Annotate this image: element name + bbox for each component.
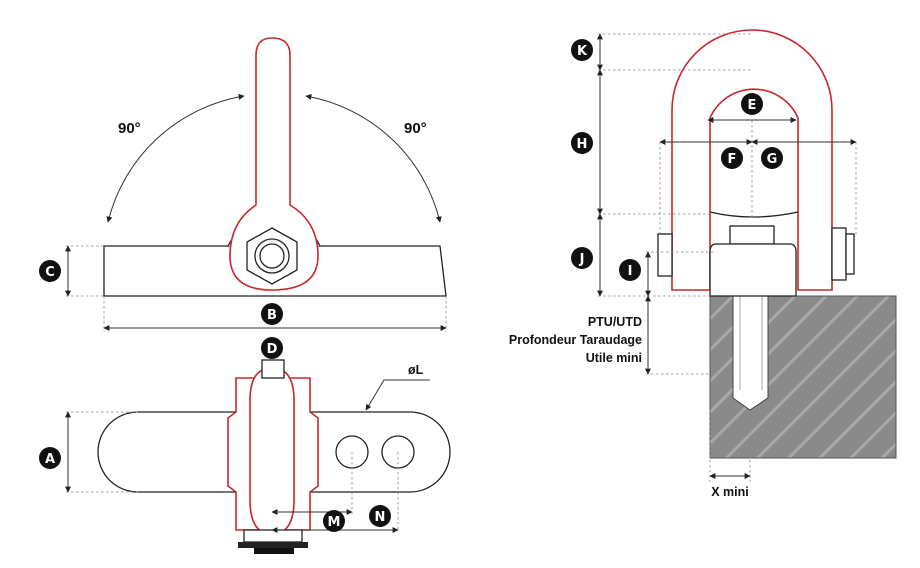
bottom-base [254, 548, 294, 554]
svg-text:F: F [728, 152, 737, 167]
svg-text:D: D [267, 342, 278, 357]
angle-left-label: 90° [118, 120, 141, 137]
label-m: M [323, 510, 345, 532]
svg-text:B: B [267, 308, 277, 323]
top-cap [261, 359, 285, 379]
label-n: N [369, 505, 391, 527]
svg-text:J: J [579, 252, 585, 267]
label-e: E [741, 93, 763, 115]
label-c: C [39, 260, 61, 282]
diameter-leader [365, 379, 430, 411]
angle-right-label: 90° [404, 120, 427, 137]
ptu-label-line2: Profondeur Taraudage [509, 333, 642, 347]
svg-text:H: H [577, 137, 588, 152]
svg-text:A: A [45, 452, 55, 467]
front-view: 90° 90° [65, 37, 447, 332]
svg-text:I: I [628, 264, 633, 279]
lifting-ring-side [671, 29, 833, 291]
svg-text:C: C [45, 265, 55, 280]
bottom-nut [243, 529, 303, 543]
threaded-hole [732, 295, 769, 411]
diameter-label: øL [408, 363, 424, 377]
bottom-washer [238, 542, 308, 548]
center-body [709, 243, 797, 297]
ptu-label-line1: PTU/UTD [588, 315, 642, 329]
svg-text:N: N [375, 510, 386, 525]
label-j: J [571, 247, 593, 269]
label-d: D [261, 337, 283, 359]
label-k: K [571, 39, 593, 61]
side-view [597, 29, 897, 482]
label-f: F [721, 147, 743, 169]
ptu-label-line3: Utile mini [586, 351, 642, 365]
svg-text:E: E [748, 98, 757, 113]
label-i: I [619, 259, 641, 281]
swing-arc-left [106, 93, 245, 223]
label-b: B [261, 303, 283, 325]
x-mini-label: X mini [711, 485, 749, 499]
label-a: A [39, 447, 61, 469]
svg-text:M: M [328, 515, 341, 530]
label-h: H [571, 132, 593, 154]
center-cap [729, 225, 775, 245]
side-nut-right [831, 227, 847, 281]
side-nut-left [657, 233, 673, 277]
lifting-ring-top [249, 367, 295, 535]
swing-arc-right [305, 93, 442, 223]
label-g: G [761, 147, 783, 169]
svg-text:G: G [767, 152, 778, 167]
bolt-inner [259, 243, 285, 269]
lifting-ring-front [229, 37, 319, 291]
side-cap-right [845, 233, 855, 275]
top-view [65, 359, 451, 554]
svg-text:K: K [577, 44, 588, 59]
